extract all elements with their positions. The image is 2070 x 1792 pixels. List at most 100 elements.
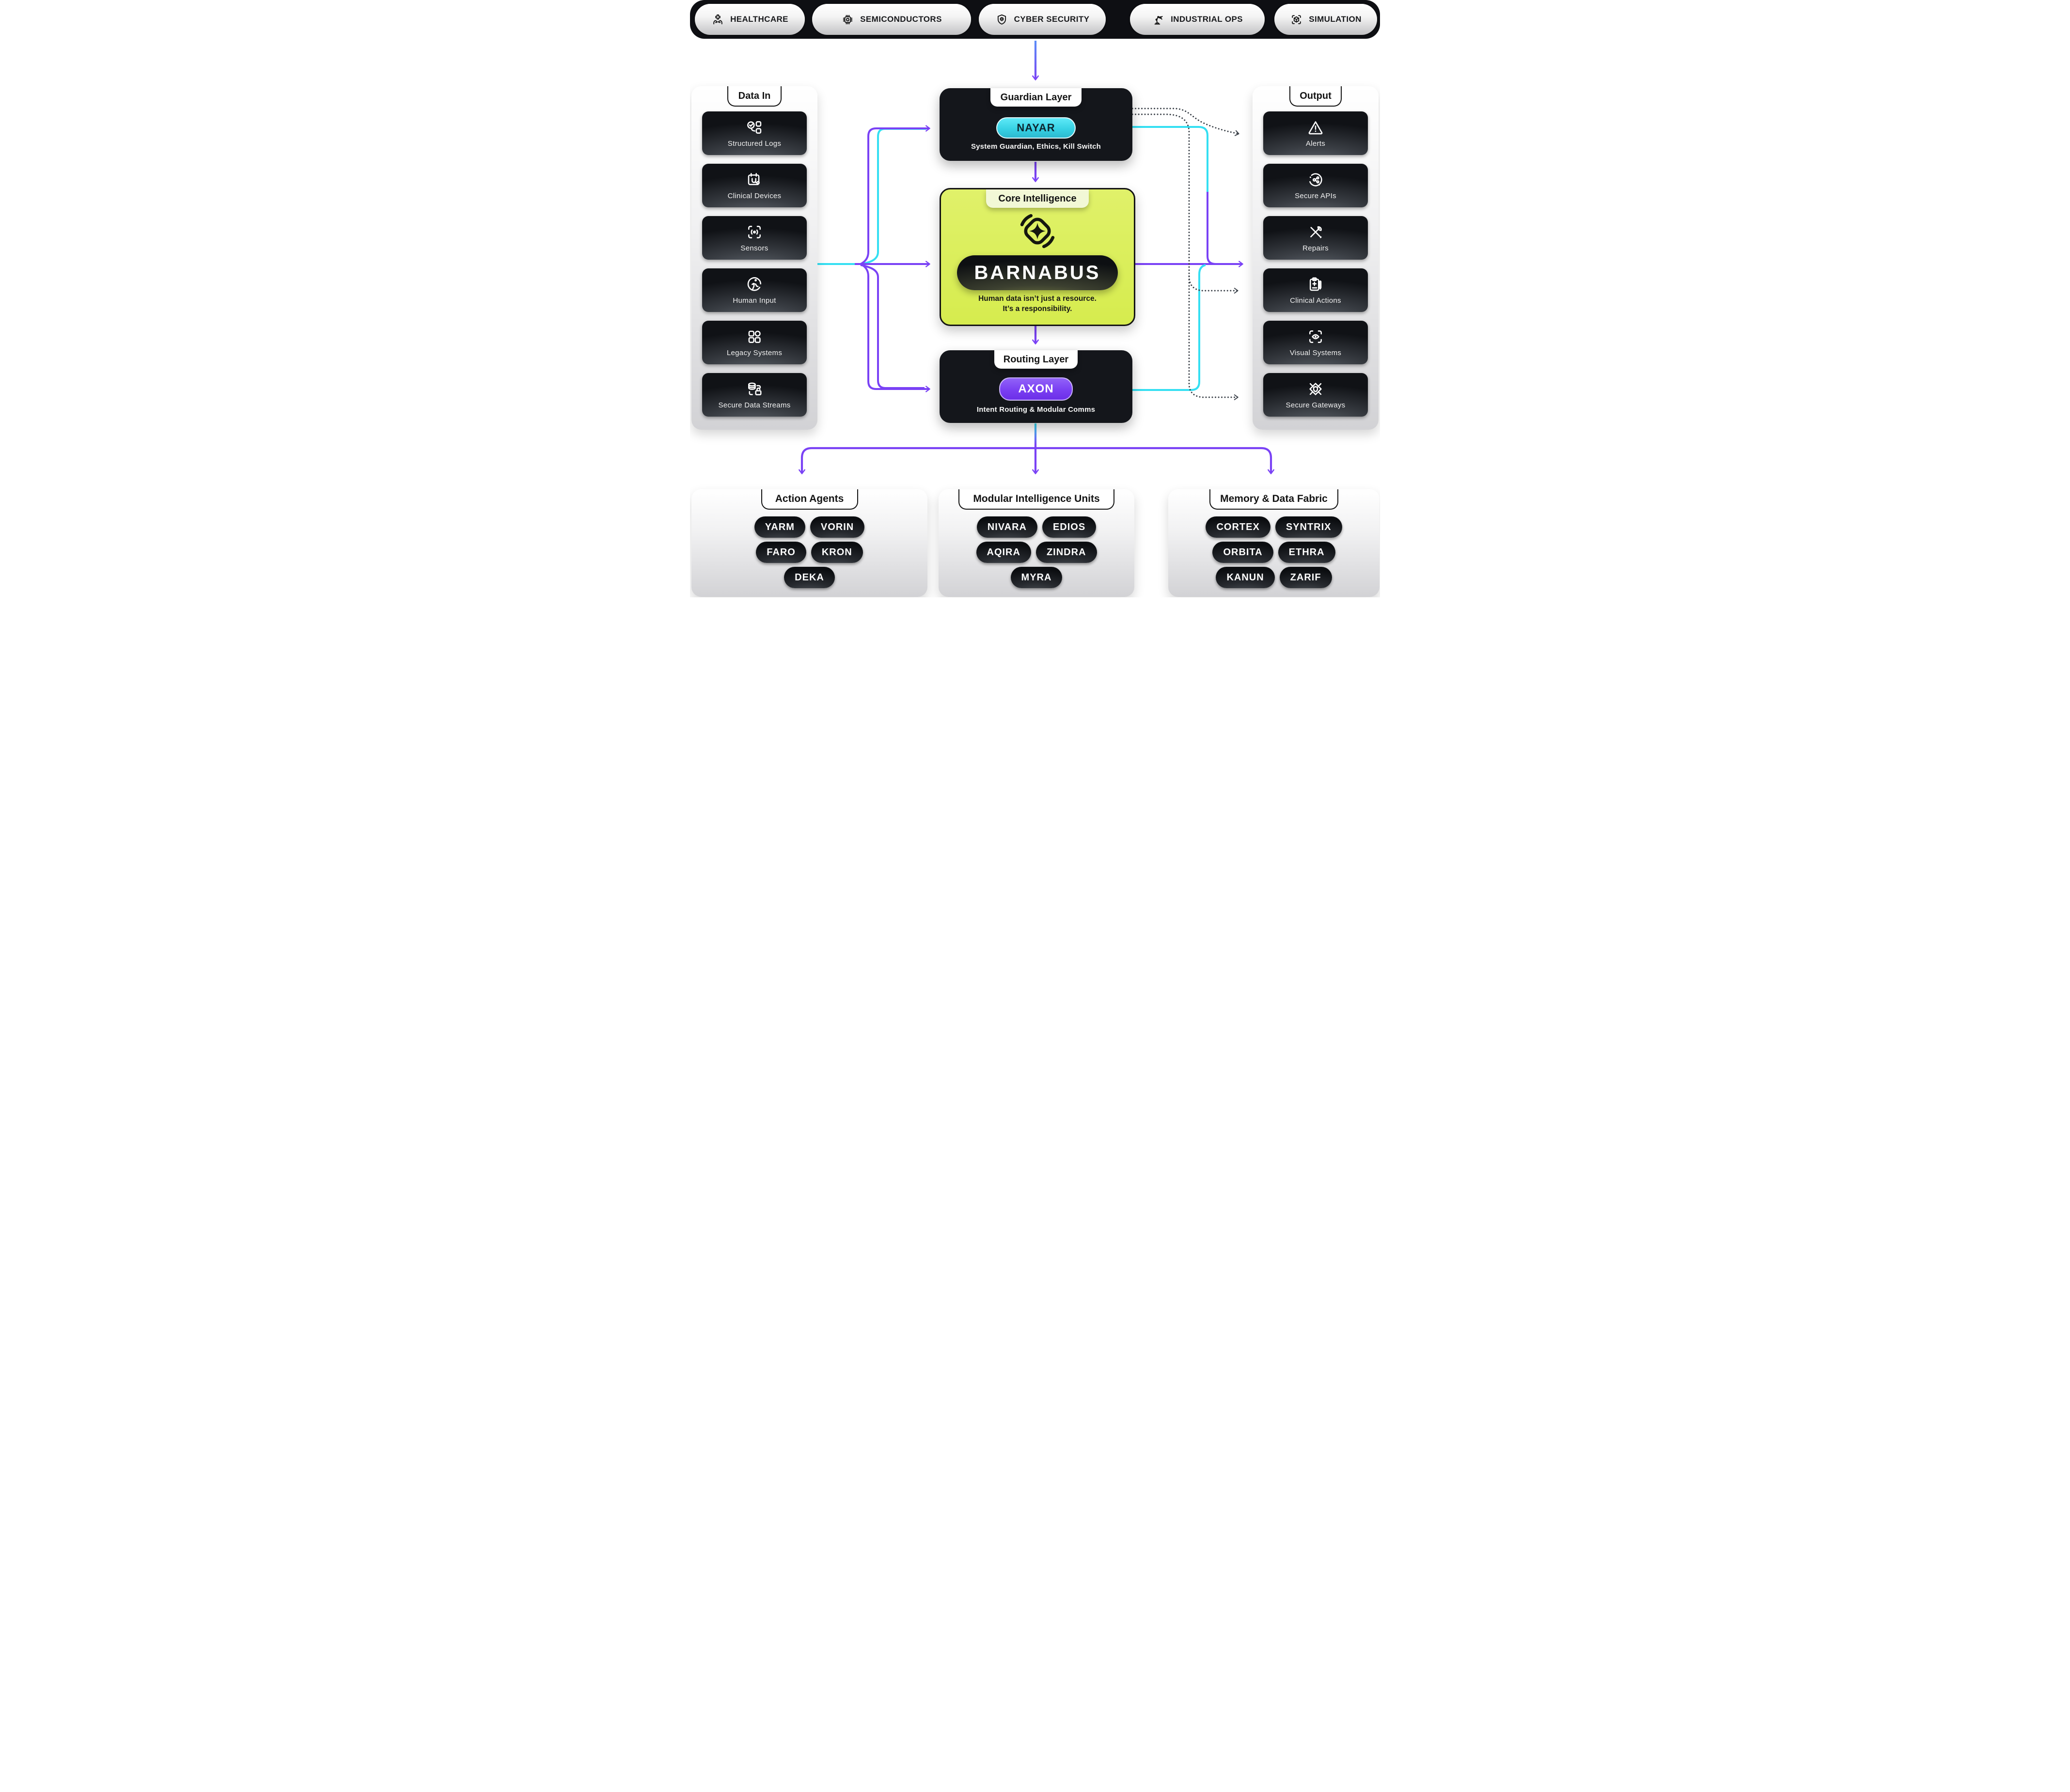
industrial-ops-icon [1152,13,1165,26]
node-label: Repairs [1302,244,1329,252]
routing-layer-tab: Routing Layer [994,350,1078,369]
clinical-actions-icon [1307,276,1324,293]
chip-label: SIMULATION [1309,15,1362,24]
industry-chip-simulation: SIMULATION [1274,4,1377,35]
chip-label: INDUSTRIAL OPS [1171,15,1243,24]
node-label: Visual Systems [1289,349,1342,357]
modular-intelligence-units-panel: Modular Intelligence Units NIVARA EDIOS … [939,489,1134,597]
node-label: Human Input [733,296,776,305]
action-agents-tab: Action Agents [761,489,858,510]
memory-data-fabric-tab: Memory & Data Fabric [1209,489,1338,510]
alerts-icon [1307,119,1324,136]
pill-cortex: CORTEX [1206,516,1270,538]
output-item-secure-apis: Secure APIs [1263,164,1368,207]
routing-subtitle: Intent Routing & Modular Comms [976,405,1096,414]
industry-chip-semiconductors: SEMICONDUCTORS [812,4,971,35]
pill-nivara: NIVARA [976,516,1037,538]
node-label: Clinical Actions [1290,296,1341,305]
industry-chip-healthcare: HEALTHCARE [695,4,805,35]
wire-dotted-to-clinical-actions [1188,275,1239,294]
node-label: Alerts [1305,140,1326,148]
data-in-panel: Data In Structured Logs Clinical Devices… [691,86,817,430]
wire-datain-down-purple-a [860,263,930,392]
node-label: Legacy Systems [726,349,783,357]
routing-layer-box: Routing Layer AXON Intent Routing & Modu… [940,350,1132,423]
data-in-item-clinical-devices: Clinical Devices [702,164,807,207]
action-agents-pills: YARM VORIN FARO KRON DEKA [691,516,927,588]
pill-zindra: ZINDRA [1035,542,1097,563]
pill-myra: MYRA [1010,567,1063,588]
wire-branch-left [799,447,1035,474]
diagram-canvas: HEALTHCARE SEMICONDUCTORS CYBER SECURITY… [690,0,1380,597]
core-tagline: Human data isn’t just a resource. It’s a… [941,294,1134,314]
pill-edios: EDIOS [1042,516,1097,538]
orbit-star-icon [1017,211,1058,251]
sensors-icon [746,223,763,241]
pill-zarif: ZARIF [1279,567,1332,588]
wire-dotted-to-alerts [1131,108,1239,136]
memory-data-fabric-panel: Memory & Data Fabric CORTEX SYNTRIX ORBI… [1168,489,1380,597]
secure-gateways-icon [1307,380,1324,398]
wire-dotted-to-secure-gateways [1131,113,1239,400]
core-intelligence-box: Core Intelligence BARNABUS Human data is… [940,188,1135,326]
memory-data-fabric-pills: CORTEX SYNTRIX ORBITA ETHRA KANUN ZARIF [1168,516,1380,588]
pill-yarm: YARM [754,516,805,538]
output-panel: Output Alerts Secure APIs Repairs Clinic… [1253,86,1379,430]
visual-systems-icon [1307,328,1324,345]
wire-branch-right [1035,447,1274,474]
pill-deka: DEKA [784,567,835,588]
pill-faro: FARO [756,542,806,563]
output-item-repairs: Repairs [1263,216,1368,260]
pill-aqira: AQIRA [976,542,1031,563]
pill-vorin: VORIN [810,516,865,538]
data-in-item-legacy-systems: Legacy Systems [702,321,807,364]
modular-intelligence-pills: NIVARA EDIOS AQIRA ZINDRA MYRA [939,516,1134,588]
secure-apis-icon [1307,171,1324,188]
output-item-clinical-actions: Clinical Actions [1263,268,1368,312]
action-agents-panel: Action Agents YARM VORIN FARO KRON DEKA [691,489,927,597]
core-intelligence-tab: Core Intelligence [986,189,1089,208]
data-in-tab: Data In [727,86,782,107]
pill-ethra: ETHRA [1278,542,1335,563]
wire-nayar-right-purple [1207,192,1216,265]
axon-pill: AXON [999,377,1073,401]
node-label: Sensors [740,244,768,252]
structured-logs-icon [746,119,763,136]
cyber-security-icon [995,13,1008,26]
chip-label: CYBER SECURITY [1014,15,1090,24]
top-bar: HEALTHCARE SEMICONDUCTORS CYBER SECURITY… [690,0,1380,39]
secure-data-streams-icon [746,380,763,398]
output-item-visual-systems: Visual Systems [1263,321,1368,364]
core-tagline-line2: It’s a responsibility. [1003,304,1072,313]
data-in-item-secure-data-streams: Secure Data Streams [702,373,807,417]
repairs-icon [1307,223,1324,241]
legacy-systems-icon [746,328,763,345]
output-item-alerts: Alerts [1263,111,1368,155]
barnabus-pill: BARNABUS [957,255,1118,290]
simulation-icon [1290,13,1303,26]
nayar-pill: NAYAR [996,117,1076,139]
chip-label: SEMICONDUCTORS [860,15,942,24]
healthcare-icon [711,13,724,26]
modular-intelligence-units-tab: Modular Intelligence Units [958,489,1114,510]
wire-axon-right-cyan [1132,264,1206,391]
guardian-layer-box: Guardian Layer NAYAR System Guardian, Et… [940,88,1132,161]
guardian-subtitle: System Guardian, Ethics, Kill Switch [971,142,1101,151]
guardian-layer-tab: Guardian Layer [990,88,1082,107]
human-input-icon [746,276,763,293]
node-label: Secure Data Streams [718,401,791,409]
core-tagline-line1: Human data isn’t just a resource. [978,295,1097,303]
node-label: Structured Logs [727,140,782,148]
industry-chip-cyber-security: CYBER SECURITY [979,4,1106,35]
wire-datain-down-purple-b [860,264,925,389]
output-tab: Output [1289,86,1342,107]
pill-kanun: KANUN [1216,567,1275,588]
wire-datain-up-cyan [860,128,926,265]
output-item-secure-gateways: Secure Gateways [1263,373,1368,417]
node-label: Clinical Devices [727,192,782,200]
wire-datain-up-purple [860,125,930,265]
node-label: Secure Gateways [1286,401,1346,409]
semiconductors-icon [841,13,854,26]
pill-orbita: ORBITA [1212,542,1273,563]
pill-syntrix: SYNTRIX [1275,516,1342,538]
